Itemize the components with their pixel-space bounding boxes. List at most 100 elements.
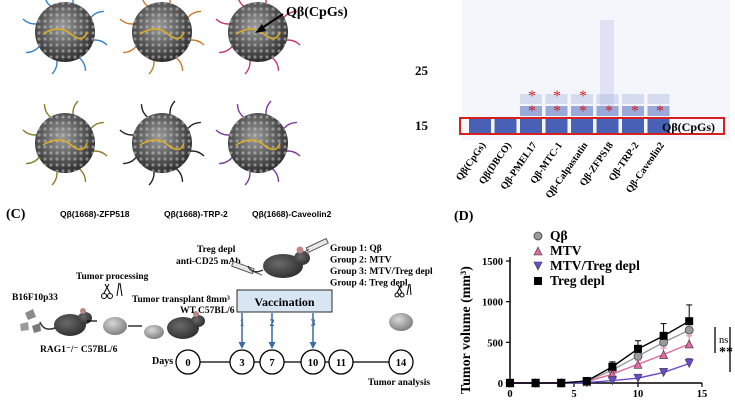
lane-labels: Qβ(CpGs)Qβ(DBCO)Qβ-PMEL17Qβ-MTC-1Qβ-Calp… — [454, 140, 667, 201]
series-line — [510, 320, 690, 384]
series-line — [510, 343, 690, 384]
qb-cpgs-label: Qβ(CpGs) — [286, 5, 348, 20]
ns-label: ns — [719, 335, 728, 346]
y-tick-label: 1000 — [482, 298, 503, 309]
gel-smear — [600, 20, 614, 110]
day-label: 0 — [185, 358, 190, 369]
day-circle — [175, 349, 201, 375]
vaccination-number: 3 — [311, 318, 316, 329]
particle-label-2: Qβ(1668)-TRP-2 — [164, 209, 228, 219]
day-circle — [229, 349, 255, 375]
qb-particle-icon — [22, 0, 108, 75]
gel-star: * — [631, 103, 639, 120]
data-point — [633, 351, 643, 361]
gel-band — [494, 119, 517, 133]
gel-bands — [469, 20, 670, 133]
mouse1-strain: RAG1⁻/⁻ C57BL/6 — [40, 345, 118, 355]
syringe-left-icon — [230, 260, 263, 276]
band-label: Qβ(CpGs) — [662, 120, 715, 134]
x-tick-label: 5 — [571, 389, 576, 400]
x-tick-label: 0 — [507, 389, 512, 400]
vaccination-label: Vaccination — [254, 295, 315, 309]
qb-particle-icon — [119, 0, 205, 75]
data-point — [684, 359, 694, 369]
arrow-head-icon — [268, 342, 276, 349]
tumor-piece-icon — [144, 325, 164, 339]
group-item: Group 2: MTV — [330, 256, 392, 266]
gel-band — [647, 119, 670, 133]
gel-band — [520, 119, 542, 133]
treg-title: Treg depl — [197, 245, 236, 255]
data-point — [582, 376, 591, 385]
marker-15: 15 — [415, 118, 429, 133]
legend-label: Treg depl — [550, 273, 605, 288]
gel-star: * — [579, 88, 587, 105]
group-item: Group 3: MTV/Treg depl — [330, 267, 433, 277]
analysis-icons — [389, 283, 413, 331]
band-highlight-box — [459, 117, 725, 135]
data-point — [531, 379, 540, 387]
data-point — [659, 349, 669, 359]
group-item: Group 1: Qβ — [330, 244, 382, 254]
panel-c-letter: (C) — [6, 207, 26, 222]
series-Qβ — [505, 318, 694, 388]
gel-band — [596, 119, 619, 133]
gel-band — [469, 119, 491, 133]
gel-star: * — [656, 103, 664, 120]
data-point — [608, 362, 617, 371]
gel-star: * — [528, 88, 536, 105]
legend-marker — [533, 261, 543, 271]
mouse-wt — [167, 311, 205, 339]
mouse1-label: B16F10p33 — [12, 293, 58, 303]
mouse-rag1 — [39, 308, 92, 336]
qb-particle-icon — [215, 100, 301, 186]
data-point — [506, 379, 514, 387]
tweezers-icon — [116, 282, 123, 297]
processing-label: Tumor processing — [76, 272, 149, 282]
gel-band — [571, 119, 593, 133]
qb-particle-icon — [119, 100, 205, 186]
day-circle — [388, 349, 414, 375]
gel-star: * — [528, 103, 536, 120]
group-item: Group 4: Treg depl — [330, 279, 408, 289]
day-label: 3 — [239, 358, 244, 369]
gel-background — [462, 0, 730, 140]
tumor-icon — [103, 317, 127, 335]
data-point — [684, 339, 694, 349]
gel-band-upper — [596, 106, 619, 116]
particle-label-1: Qβ(1668)-ZFP518 — [60, 209, 130, 219]
gel-star: * — [605, 103, 613, 120]
y-tick-label: 500 — [487, 338, 503, 349]
panel-d-letter: (D) — [454, 209, 474, 224]
gel-band-upper — [647, 106, 670, 116]
treg-sub: anti-CD25 mAb — [176, 257, 241, 267]
data-point — [685, 317, 694, 326]
legend-marker — [533, 246, 543, 256]
gel-band-smear — [571, 94, 593, 104]
tumor-cells-icon — [20, 309, 41, 333]
wt-strain: WT C57BL/6 — [180, 306, 235, 316]
arrow-head-icon — [238, 342, 246, 349]
gel-star: * — [579, 103, 587, 120]
qb-particle-icon — [22, 100, 108, 186]
sig-label: ** — [719, 345, 733, 360]
panel-a — [22, 0, 301, 186]
gel-band-upper — [571, 106, 593, 116]
day-label: 11 — [336, 358, 346, 369]
particle-label-3: Qβ(1668)-Caveolin2 — [252, 209, 332, 219]
gel-star: * — [553, 103, 561, 120]
gel-panel — [459, 0, 730, 140]
data-point — [633, 359, 643, 369]
legend-label: MTV/Treg depl — [550, 258, 640, 273]
day-circle — [328, 349, 354, 375]
syringe-right-icon — [302, 237, 329, 254]
vaccination-number: 1 — [240, 318, 245, 329]
gel-band-upper — [622, 106, 644, 116]
x-tick-label: 10 — [633, 389, 644, 400]
data-point — [607, 376, 617, 386]
transplant-label: Tumor transplant 8mm³ — [132, 295, 230, 305]
